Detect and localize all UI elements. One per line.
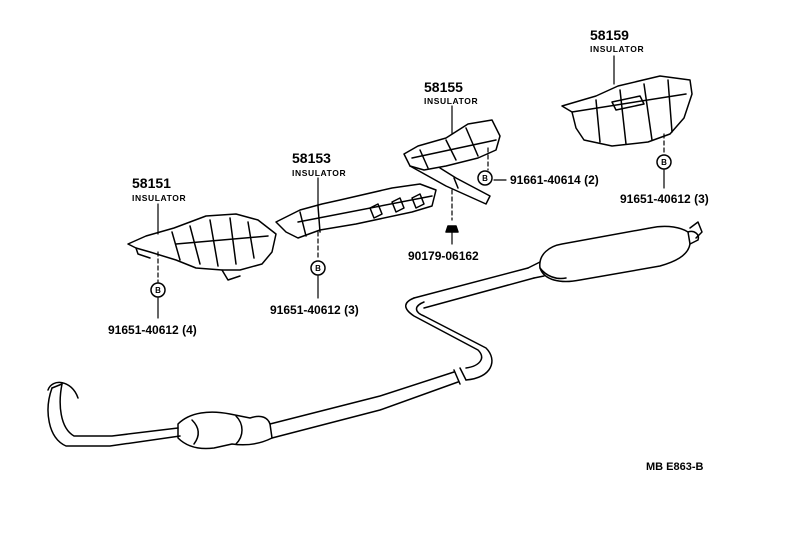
part-name-58151: INSULATOR (132, 193, 186, 203)
bolt-badge-5 (656, 154, 672, 170)
part-number-58151: 58151 (132, 175, 171, 191)
fastener-label-4: 90179-06162 (408, 249, 479, 263)
fastener-label-3: 91661-40614 (2) (510, 173, 599, 187)
part-name-58155: INSULATOR (424, 96, 478, 106)
bolt-badge-2 (310, 260, 326, 276)
fastener-label-5: 91651-40612 (3) (620, 192, 709, 206)
insulator-58151-shape (127, 213, 277, 281)
badge-letter: B (661, 158, 667, 167)
part-number-58153: 58153 (292, 150, 331, 166)
part-name-58159: INSULATOR (590, 44, 644, 54)
fastener-label-1: 91651-40612 (4) (108, 323, 197, 337)
insulator-58159-shape (561, 75, 693, 147)
badge-letter: B (482, 174, 488, 183)
bolt-badge-3 (477, 170, 493, 186)
bolt-badge-1 (150, 282, 166, 298)
badge-letter: B (315, 264, 321, 273)
insulator-58153-shape (275, 183, 437, 239)
part-number-58155: 58155 (424, 79, 463, 95)
leader-lines (157, 55, 665, 319)
insulator-58155-shape (403, 119, 501, 205)
diagram-code: MB E863-B (646, 461, 704, 473)
fastener-label-2: 91651-40612 (3) (270, 303, 359, 317)
part-name-58153: INSULATOR (292, 168, 346, 178)
badge-letter: B (155, 286, 161, 295)
nut-icon (445, 225, 459, 233)
exhaust-pipe (47, 221, 703, 450)
part-number-58159: 58159 (590, 27, 629, 43)
